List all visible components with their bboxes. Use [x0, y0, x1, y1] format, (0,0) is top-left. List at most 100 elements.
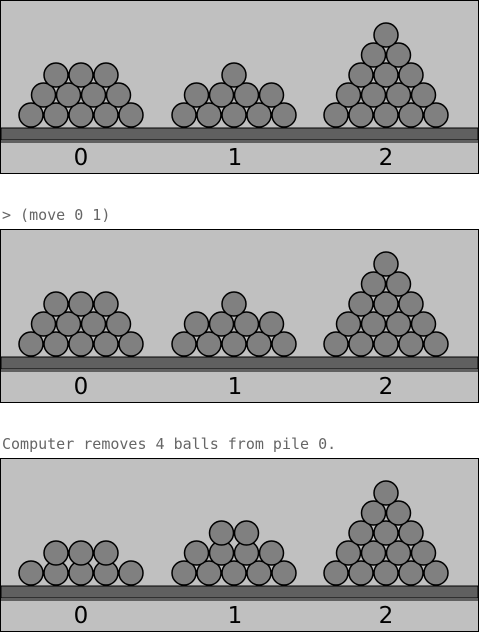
- ball[interactable]: [373, 62, 399, 88]
- ball[interactable]: [258, 82, 285, 108]
- ball[interactable]: [221, 62, 247, 88]
- ball[interactable]: [43, 291, 69, 317]
- ball[interactable]: [348, 331, 374, 357]
- pile-2[interactable]: [323, 251, 449, 357]
- ball[interactable]: [335, 82, 362, 108]
- ball[interactable]: [118, 560, 144, 586]
- ball[interactable]: [208, 82, 235, 108]
- ball[interactable]: [118, 102, 144, 128]
- ball[interactable]: [385, 42, 412, 68]
- ball[interactable]: [348, 102, 374, 128]
- ball[interactable]: [398, 331, 424, 357]
- pile-2[interactable]: [323, 480, 449, 586]
- ball[interactable]: [360, 500, 387, 526]
- pile-1[interactable]: [171, 520, 297, 586]
- pile-1[interactable]: [171, 291, 297, 357]
- ball[interactable]: [373, 22, 399, 48]
- ball[interactable]: [323, 102, 349, 128]
- pile-1[interactable]: [171, 62, 297, 128]
- ball[interactable]: [18, 102, 44, 128]
- ball[interactable]: [348, 291, 374, 317]
- ball[interactable]: [55, 311, 82, 337]
- ball[interactable]: [410, 311, 437, 337]
- pile-label-0[interactable]: 0: [73, 603, 89, 629]
- ball[interactable]: [398, 291, 424, 317]
- ball[interactable]: [385, 540, 412, 566]
- ball[interactable]: [233, 311, 260, 337]
- ball[interactable]: [410, 82, 437, 108]
- ball[interactable]: [80, 311, 107, 337]
- ball[interactable]: [30, 82, 57, 108]
- ball[interactable]: [93, 331, 119, 357]
- ball[interactable]: [360, 82, 387, 108]
- ball[interactable]: [246, 560, 272, 586]
- pile-0[interactable]: [18, 291, 144, 357]
- ball[interactable]: [233, 520, 260, 546]
- ball[interactable]: [93, 291, 119, 317]
- ball[interactable]: [196, 102, 222, 128]
- ball[interactable]: [171, 102, 197, 128]
- ball[interactable]: [360, 311, 387, 337]
- ball[interactable]: [221, 102, 247, 128]
- pile-label-1[interactable]: 1: [227, 374, 243, 400]
- ball[interactable]: [423, 560, 449, 586]
- ball[interactable]: [30, 311, 57, 337]
- ball[interactable]: [43, 540, 69, 566]
- ball[interactable]: [68, 291, 94, 317]
- ball[interactable]: [208, 311, 235, 337]
- ball[interactable]: [246, 102, 272, 128]
- ball[interactable]: [183, 311, 210, 337]
- ball[interactable]: [385, 271, 412, 297]
- ball[interactable]: [221, 331, 247, 357]
- ball[interactable]: [373, 251, 399, 277]
- pile-label-2[interactable]: 2: [378, 145, 394, 171]
- ball[interactable]: [196, 331, 222, 357]
- ball[interactable]: [323, 331, 349, 357]
- ball[interactable]: [398, 102, 424, 128]
- ball[interactable]: [271, 560, 297, 586]
- ball[interactable]: [271, 102, 297, 128]
- ball[interactable]: [171, 331, 197, 357]
- ball[interactable]: [373, 291, 399, 317]
- pile-label-2[interactable]: 2: [378, 603, 394, 629]
- ball[interactable]: [335, 311, 362, 337]
- ball[interactable]: [246, 331, 272, 357]
- ball[interactable]: [68, 540, 94, 566]
- ball[interactable]: [385, 500, 412, 526]
- ball[interactable]: [221, 560, 247, 586]
- ball[interactable]: [55, 82, 82, 108]
- ball[interactable]: [68, 331, 94, 357]
- ball[interactable]: [80, 82, 107, 108]
- ball[interactable]: [118, 331, 144, 357]
- ball[interactable]: [423, 102, 449, 128]
- pile-0[interactable]: [18, 540, 144, 586]
- ball[interactable]: [360, 42, 387, 68]
- ball[interactable]: [423, 331, 449, 357]
- ball[interactable]: [373, 480, 399, 506]
- ball[interactable]: [183, 82, 210, 108]
- ball[interactable]: [43, 331, 69, 357]
- ball[interactable]: [221, 291, 247, 317]
- ball[interactable]: [105, 311, 132, 337]
- ball[interactable]: [398, 560, 424, 586]
- ball[interactable]: [93, 540, 119, 566]
- ball[interactable]: [348, 520, 374, 546]
- ball[interactable]: [18, 560, 44, 586]
- pile-label-0[interactable]: 0: [73, 145, 89, 171]
- ball[interactable]: [360, 540, 387, 566]
- ball[interactable]: [68, 102, 94, 128]
- ball[interactable]: [171, 560, 197, 586]
- ball[interactable]: [323, 560, 349, 586]
- ball[interactable]: [385, 82, 412, 108]
- ball[interactable]: [93, 102, 119, 128]
- ball[interactable]: [43, 62, 69, 88]
- pile-label-2[interactable]: 2: [378, 374, 394, 400]
- ball[interactable]: [348, 560, 374, 586]
- ball[interactable]: [373, 520, 399, 546]
- ball[interactable]: [93, 62, 119, 88]
- ball[interactable]: [348, 62, 374, 88]
- ball[interactable]: [68, 62, 94, 88]
- ball[interactable]: [43, 102, 69, 128]
- ball[interactable]: [398, 62, 424, 88]
- ball[interactable]: [105, 82, 132, 108]
